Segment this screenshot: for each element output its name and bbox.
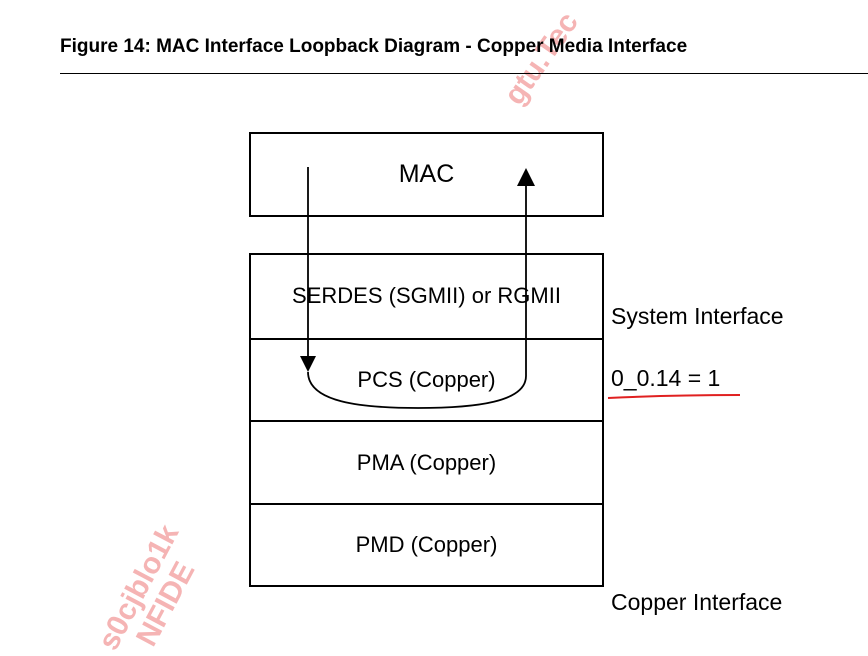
layer-stack: SERDES (SGMII) or RGMII PCS (Copper) PMA… bbox=[249, 253, 604, 587]
pma-block: PMA (Copper) bbox=[251, 420, 602, 503]
loopback-down-arrowhead-icon bbox=[300, 356, 316, 372]
loopback-path bbox=[300, 167, 741, 409]
system-interface-label: System Interface bbox=[611, 303, 784, 329]
figure-title: Figure 14: MAC Interface Loopback Diagra… bbox=[60, 36, 688, 57]
mac-block: MAC bbox=[249, 132, 604, 217]
pmd-block: PMD (Copper) bbox=[251, 503, 602, 585]
title-divider bbox=[60, 73, 868, 74]
register-setting-label: 0_0.14 = 1 bbox=[611, 365, 721, 391]
register-setting-underline bbox=[607, 394, 741, 399]
pcs-block: PCS (Copper) bbox=[251, 338, 602, 420]
mac-label: MAC bbox=[398, 160, 455, 188]
loopback-up-arrowhead-icon bbox=[517, 168, 535, 186]
loopback-curve bbox=[307, 371, 527, 409]
serdes-block: SERDES (SGMII) or RGMII bbox=[292, 282, 561, 308]
copper-interface-label: Copper Interface bbox=[611, 589, 783, 615]
